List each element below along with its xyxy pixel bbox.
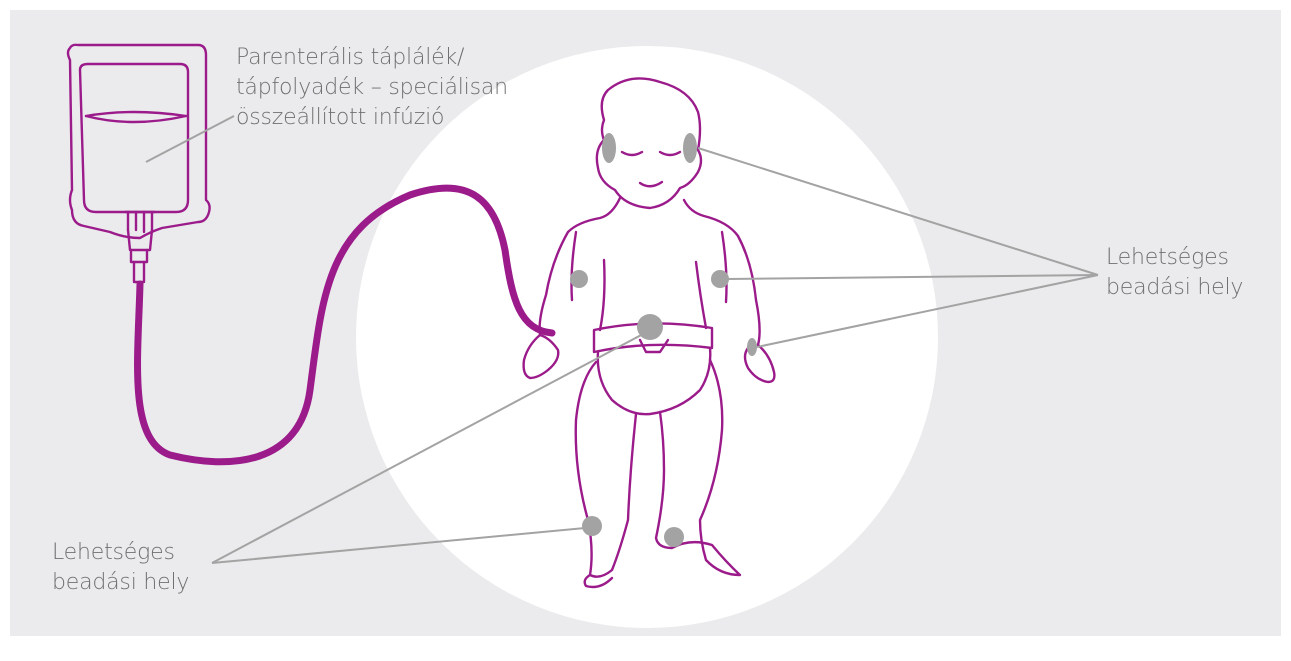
iv-bag-label-line-2: tápfolyadék – speciálisan xyxy=(236,73,508,103)
iv-bag-icon xyxy=(68,45,210,282)
site-marker-foot-left xyxy=(582,516,602,536)
site-label-right-line-2: beadási hely xyxy=(1106,273,1243,303)
site-label-right-line-1: Lehetséges xyxy=(1106,243,1243,273)
site-marker-hand-right xyxy=(747,338,757,356)
site-label-right: Lehetséges beadási hely xyxy=(1106,243,1243,303)
iv-bag-label: Parenterális táplálék/ tápfolyadék – spe… xyxy=(236,43,508,133)
site-label-left-line-2: beadási hely xyxy=(52,568,189,598)
site-marker-foot-right xyxy=(664,527,684,547)
site-label-left-line-1: Lehetséges xyxy=(52,538,189,568)
site-marker-head-right xyxy=(683,133,697,163)
site-label-left: Lehetséges beadási hely xyxy=(52,538,189,598)
site-marker-head-left xyxy=(602,133,616,163)
site-marker-arm-right xyxy=(711,270,729,288)
iv-bag-label-line-1: Parenterális táplálék/ xyxy=(236,43,508,73)
bag-leader-line xyxy=(146,116,234,162)
iv-bag-label-line-3: összeállított infúzió xyxy=(236,103,508,133)
site-marker-arm-left xyxy=(570,270,588,288)
